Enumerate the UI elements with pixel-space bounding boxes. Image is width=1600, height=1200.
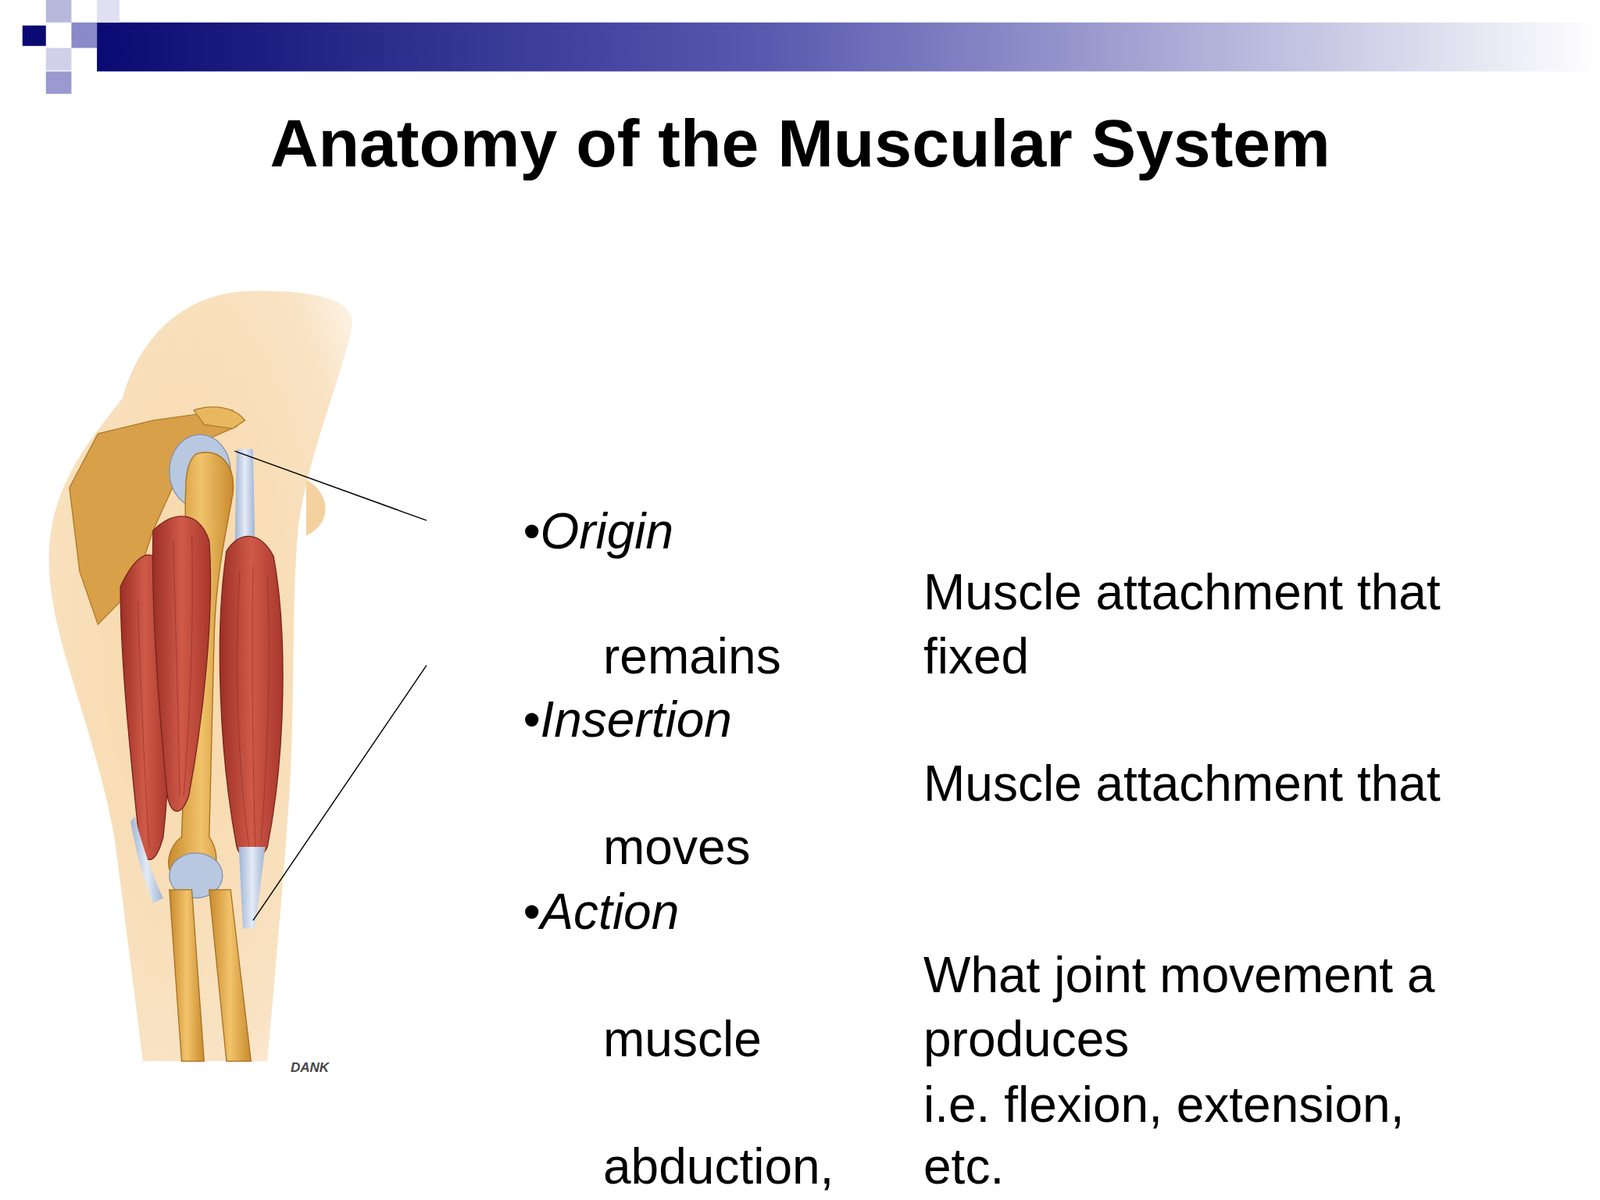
- biceps-muscle: [219, 535, 283, 858]
- ulna: [169, 889, 204, 1061]
- header-bar: [96, 22, 1600, 72]
- axilla-shade: [306, 479, 326, 536]
- triceps-tendon: [130, 816, 164, 904]
- definition-text: Muscle attachment that: [923, 567, 1441, 618]
- definition-text: abduction,: [603, 1141, 834, 1192]
- header-square: [71, 22, 97, 49]
- term-heading: •Insertion: [522, 694, 733, 745]
- biceps-lower-tendon: [239, 846, 266, 929]
- header-square: [46, 71, 72, 94]
- leader-line: [253, 665, 427, 922]
- definition-text: Muscle attachment that: [923, 758, 1441, 809]
- arm-illustration: [49, 290, 354, 1061]
- definition-text: fixed: [923, 631, 1029, 682]
- definition-text: remains: [603, 631, 782, 682]
- term-heading: •Action: [522, 886, 679, 937]
- muscle-striations: [137, 535, 269, 847]
- leader-line: [234, 450, 427, 521]
- acromion: [193, 407, 245, 429]
- skin-outline: [49, 290, 354, 1061]
- term-heading: •Origin: [522, 506, 674, 557]
- header-square: [96, 0, 120, 23]
- header-square: [46, 47, 72, 71]
- slide-title: Anatomy of the Muscular System: [0, 109, 1600, 177]
- definition-text: i.e. flexion, extension,: [923, 1079, 1404, 1130]
- definition-text: muscle: [603, 1014, 762, 1065]
- brachialis-muscle: [153, 516, 211, 811]
- header-square: [46, 0, 72, 23]
- definition-text: What joint movement a: [923, 950, 1436, 1000]
- definition-text: etc.: [923, 1141, 1004, 1192]
- header-square: [22, 25, 47, 47]
- definition-text: produces: [923, 1014, 1129, 1065]
- biceps-upper-tendon: [234, 449, 255, 552]
- definition-text: moves: [603, 821, 751, 872]
- artist-signature: DANK: [290, 1060, 329, 1075]
